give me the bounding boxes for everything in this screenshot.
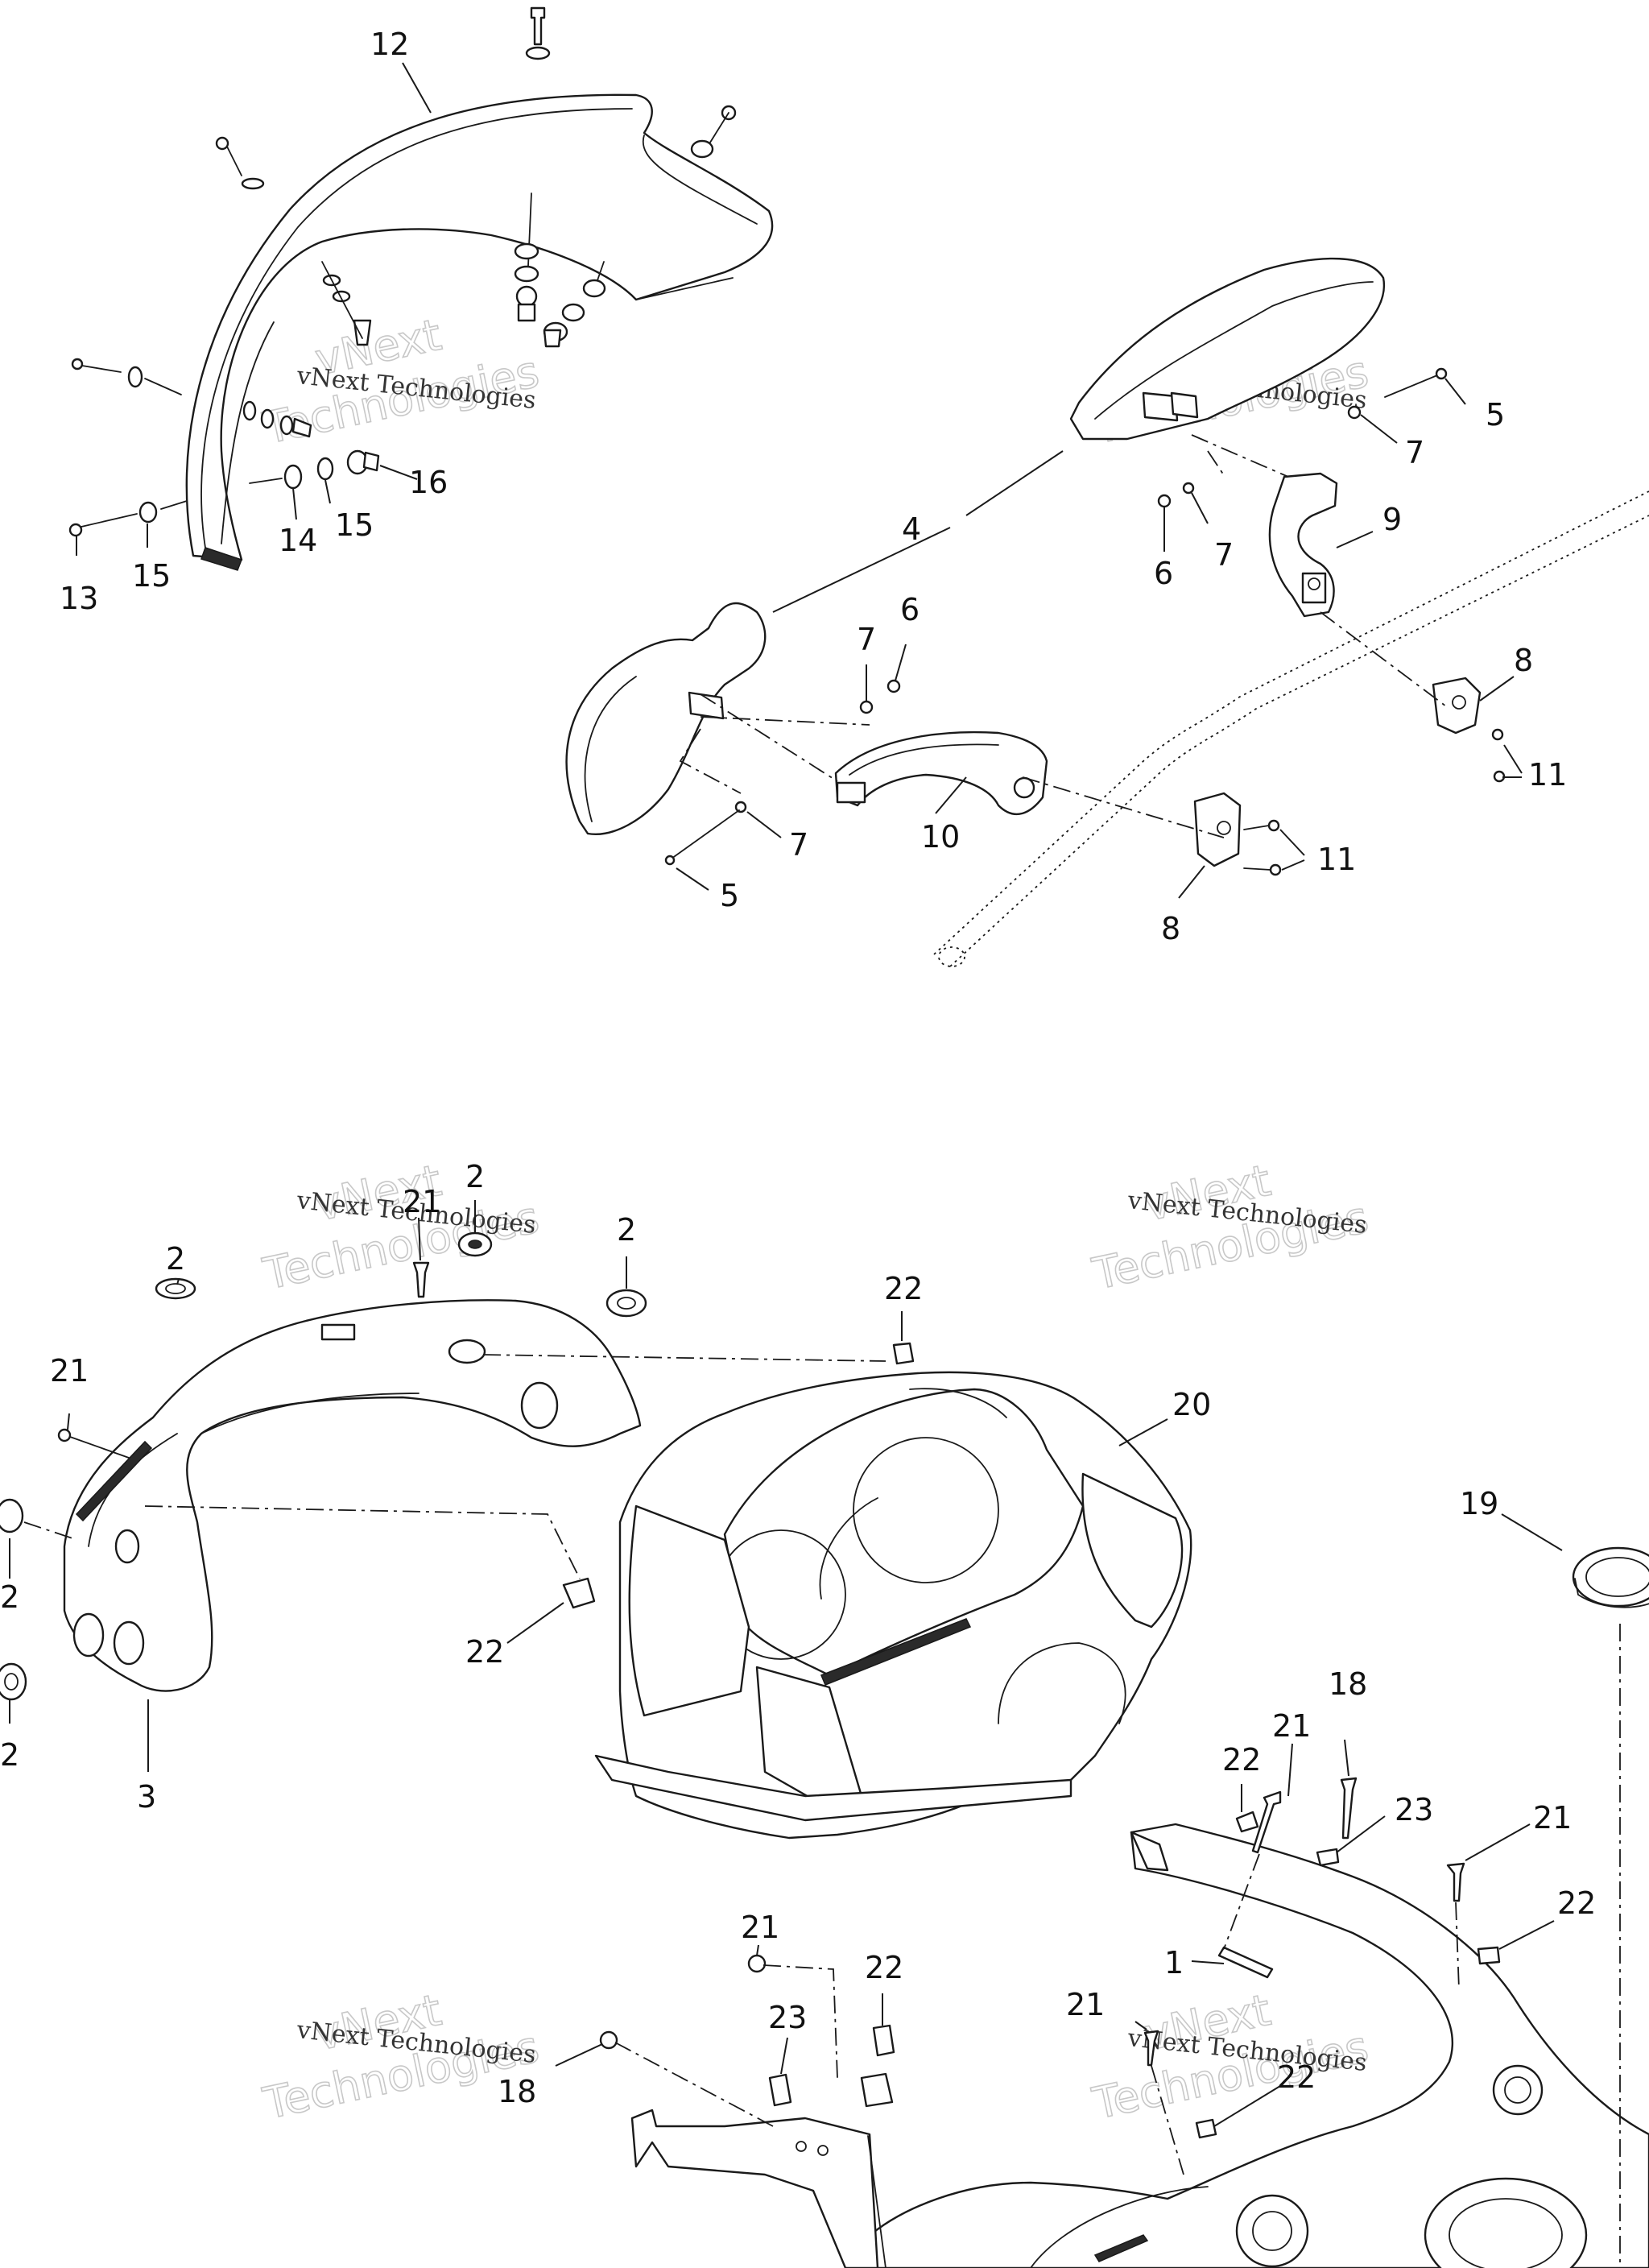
grommet-icon [0,1498,24,1533]
speed-nut-icon [562,1577,596,1609]
callout-16: 16 [409,465,448,500]
callout-4: 4 [902,511,921,547]
bracket-part-10 [834,730,1048,815]
callout-3: 3 [137,1779,156,1815]
hardware-lower [599,1777,1501,2175]
callout-7: 7 [857,622,876,657]
windshield-hardware [68,6,737,537]
callout-6: 6 [900,592,920,627]
callout-20: 20 [1172,1387,1211,1422]
clamp-part-8-right [1432,677,1482,735]
callout-12: 12 [370,27,409,62]
callout-21: 21 [50,1353,89,1389]
callout-labels: 12 4 5 7 9 6 7 16 13 15 14 15 7 6 8 11 7… [0,27,1596,2109]
grommet-icon [605,1289,647,1318]
screw-icon [57,1428,130,1459]
screw-icon [525,6,551,60]
callout-8: 8 [1514,643,1533,678]
washer-stack-icon [514,192,539,322]
callout-23: 23 [1395,1792,1433,1827]
callout-22: 22 [884,1271,923,1306]
shroud-part-3 [63,1299,642,1692]
handguard-right [1069,257,1386,441]
assembly-lines-top [679,434,1450,838]
callout-13: 13 [60,581,98,616]
callout-23: 23 [768,2000,807,2035]
leader-lines [9,62,1563,2127]
callout-21: 21 [1066,1987,1105,2022]
callout-9: 9 [1382,502,1402,537]
bracket-part-9 [1268,472,1338,618]
callout-5: 5 [720,878,739,913]
lower-console-strip [630,2072,894,2268]
screw-icon [412,1261,430,1298]
grommet-icon [457,1231,493,1257]
rivet-row-icon [321,261,372,346]
callout-14: 14 [279,523,317,558]
handlebar-outline [933,490,1649,967]
callout-7: 7 [1214,537,1234,573]
vent-slots-icon [75,1440,153,1522]
callout-22: 22 [1222,1742,1261,1778]
callout-22: 22 [1557,1885,1596,1921]
screw-icon [690,105,737,159]
screw-washer-row-icon [242,400,312,438]
callout-11: 11 [1317,842,1356,877]
callout-2: 2 [617,1212,636,1248]
clamp-part-8-left [1193,792,1242,867]
hardware-handguard [664,367,1506,876]
windshield-part-12 [185,93,774,571]
callout-21: 21 [403,1184,441,1219]
callout-21: 21 [1272,1708,1311,1744]
callout-2: 2 [0,1579,19,1615]
grommet-icon [0,1662,27,1701]
callout-7: 7 [1405,435,1424,470]
screw-icon [215,136,265,190]
callout-11: 11 [1528,757,1567,793]
assembly-lines-lower [23,1354,1621,2268]
callout-2: 2 [0,1737,19,1773]
callout-15: 15 [132,558,171,594]
callout-1: 1 [1164,1945,1184,1980]
callout-22: 22 [465,1634,504,1670]
gauge-housing-part-20 [594,1371,1192,1840]
handguard-left [565,602,767,835]
callout-19: 19 [1460,1486,1498,1521]
washer-stack-icon [543,261,606,348]
callout-8: 8 [1161,911,1180,946]
callout-2: 2 [166,1241,185,1277]
screw-washer-row-icon [249,449,380,490]
callout-21: 21 [741,1910,779,1945]
callout-18: 18 [1329,1666,1367,1702]
lower-console-panel [864,1823,1649,2268]
speed-nut-icon [892,1342,915,1365]
callout-7: 7 [789,827,808,863]
callout-15: 15 [335,507,374,543]
screw-washer-row-icon [71,358,182,395]
callout-22: 22 [865,1950,903,1985]
callout-10: 10 [921,819,960,855]
ring-nut-part-19 [1572,1546,1649,1608]
callout-6: 6 [1154,556,1173,591]
grommet-icon [155,1277,196,1300]
screw-washer-row-icon [68,500,188,537]
callout-22: 22 [1277,2059,1316,2095]
callout-18: 18 [498,2074,536,2109]
callout-2: 2 [465,1159,485,1194]
callout-5: 5 [1486,397,1505,432]
callout-21: 21 [1533,1800,1572,1836]
